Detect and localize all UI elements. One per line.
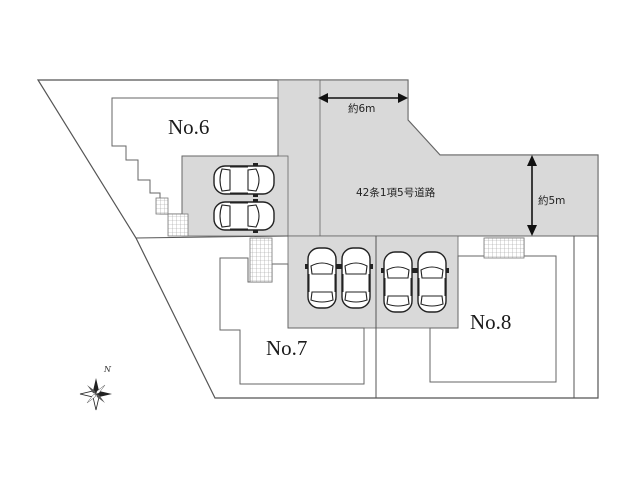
lot-6-entry xyxy=(167,213,189,237)
lot-divider-6-7 xyxy=(135,235,289,239)
dimension-right-arrow-top xyxy=(527,155,537,166)
road-label: 42条1項5号道路 xyxy=(356,186,436,199)
road-width-right: 約5m xyxy=(538,194,565,207)
lot-7-building xyxy=(219,257,365,385)
lot-6-label: No.6 xyxy=(168,115,209,139)
lot-7-entry xyxy=(249,237,273,283)
dimension-top-arrow-left xyxy=(318,93,328,103)
car-lot6-upper xyxy=(213,162,275,198)
compass-icon xyxy=(79,378,112,411)
dimension-top-arrow-right xyxy=(398,93,408,103)
lot-6-entry-step xyxy=(155,197,169,215)
car-lot6-lower xyxy=(213,198,275,234)
lot-8-entry xyxy=(483,237,525,259)
lot-8-label: No.8 xyxy=(470,310,511,334)
road-width-top: 約6m xyxy=(348,102,375,115)
lot-6-building xyxy=(111,97,279,215)
car-lot7-right xyxy=(338,247,374,309)
car-lot7-left xyxy=(304,247,340,309)
car-lot8-right xyxy=(414,251,450,313)
road-area xyxy=(286,79,599,237)
lot-7-label: No.7 xyxy=(266,336,307,360)
compass-north-label: N xyxy=(103,365,112,374)
dimension-right-arrow-bottom xyxy=(527,225,537,236)
car-lot8-left xyxy=(380,251,416,313)
